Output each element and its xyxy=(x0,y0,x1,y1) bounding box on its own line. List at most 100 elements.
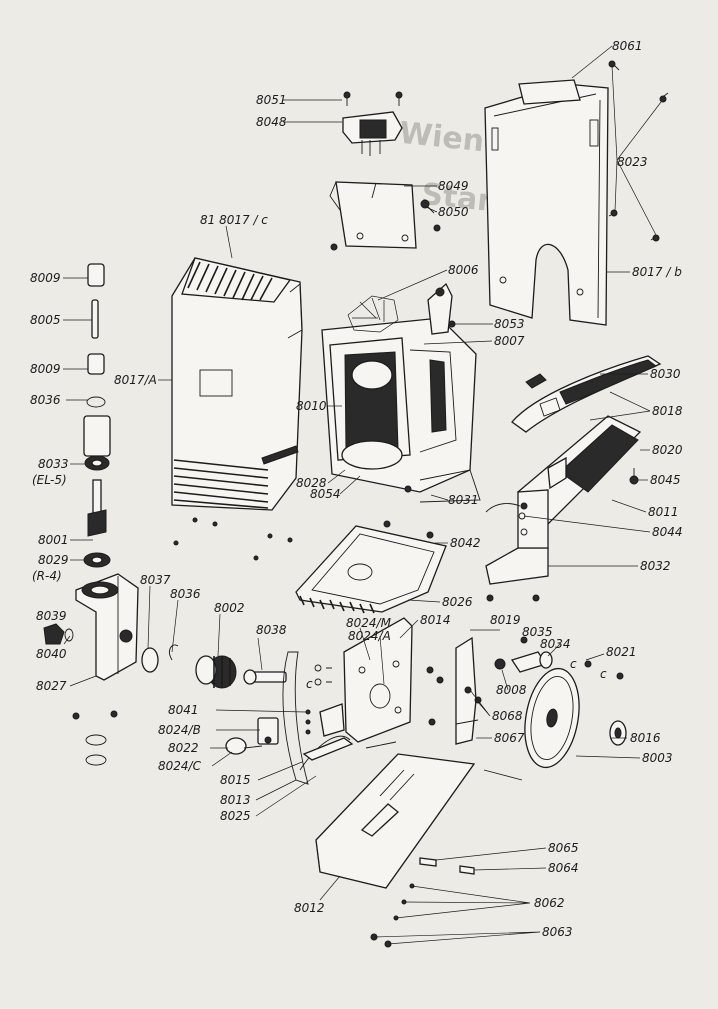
bracket-8049 xyxy=(329,181,417,249)
label-8037: 8037 xyxy=(140,573,171,587)
label-8065: 8065 xyxy=(548,841,579,855)
label-8003: 8003 xyxy=(642,751,673,765)
washers-left xyxy=(72,710,118,766)
label-8009-bottom: 8009 xyxy=(30,362,61,376)
leader-lines xyxy=(63,45,662,945)
label-8061: 8061 xyxy=(612,39,643,53)
base-shoe-8012 xyxy=(315,741,523,889)
label-c3: c xyxy=(306,677,313,691)
label-8009-top: 8009 xyxy=(30,271,61,285)
label-8036-mid: 8036 xyxy=(170,587,201,601)
label-8005: 8005 xyxy=(30,313,61,327)
label-8068: 8068 xyxy=(492,709,523,723)
label-8049: 8049 xyxy=(438,179,469,193)
screws-8062-8063 xyxy=(370,857,475,948)
label-8062: 8062 xyxy=(534,896,565,910)
label-8048: 8048 xyxy=(256,115,287,129)
label-8008: 8008 xyxy=(496,683,527,697)
fan-8006 xyxy=(347,295,399,333)
nut-8039-8040 xyxy=(43,623,74,645)
washer-8016 xyxy=(609,720,627,746)
saw-blade-8003 xyxy=(524,667,580,769)
label-r4: (R-4) xyxy=(32,569,62,583)
label-8021: 8021 xyxy=(606,645,637,659)
label-8025: 8025 xyxy=(220,809,251,823)
label-8001: 8001 xyxy=(38,533,69,547)
label-8018: 8018 xyxy=(652,404,683,418)
plate-8014 xyxy=(314,617,444,743)
belts-8013 xyxy=(282,651,354,785)
label-8019: 8019 xyxy=(490,613,521,627)
label-8015: 8015 xyxy=(220,773,251,787)
label-8024C: 8024/C xyxy=(158,759,202,773)
label-8064: 8064 xyxy=(548,861,579,875)
brush-holder-8053 xyxy=(427,282,456,335)
label-8017A: 8017/A xyxy=(114,373,157,387)
label-8033: 8033 xyxy=(38,457,69,471)
label-8041: 8041 xyxy=(168,703,199,717)
label-8024A: 8024/A xyxy=(348,629,391,643)
label-8017c: 81 8017 / c xyxy=(200,213,268,227)
label-8050: 8050 xyxy=(438,205,469,219)
label-8013: 8013 xyxy=(220,793,251,807)
handle-cover-8030 xyxy=(511,355,662,433)
part-labels: 8061 8051 8048 8023 8049 8050 81 8017 / … xyxy=(30,39,683,939)
label-el5: (EL-5) xyxy=(32,473,67,487)
label-8035: 8035 xyxy=(522,625,553,639)
front-cover-8017A xyxy=(171,257,303,511)
label-c2: c xyxy=(600,667,607,681)
left-spindle-parts xyxy=(83,263,111,568)
label-8038: 8038 xyxy=(256,623,287,637)
label-8026: 8026 xyxy=(442,595,473,609)
label-8040: 8040 xyxy=(36,647,67,661)
label-8044: 8044 xyxy=(652,525,683,539)
screws-8042 xyxy=(383,520,540,602)
label-8067: 8067 xyxy=(494,731,525,745)
base-plate-8026 xyxy=(295,525,447,614)
label-8034: 8034 xyxy=(540,637,571,651)
label-8002: 8002 xyxy=(214,601,245,615)
label-8063: 8063 xyxy=(542,925,573,939)
label-8027: 8027 xyxy=(36,679,67,693)
screws-8023 xyxy=(608,60,669,242)
label-8024M: 8024/M xyxy=(346,616,392,630)
label-8016: 8016 xyxy=(630,731,661,745)
label-8017b: 8017 / b xyxy=(632,265,682,279)
power-switch-8048 xyxy=(342,111,403,156)
label-8051: 8051 xyxy=(256,93,287,107)
bearing-housing-8027 xyxy=(75,573,139,681)
label-8039: 8039 xyxy=(36,609,67,623)
label-8028: 8028 xyxy=(296,476,327,490)
label-8024B: 8024/B xyxy=(158,723,201,737)
bracket-8067 xyxy=(455,636,482,745)
screws-8051 xyxy=(343,91,403,106)
label-8010: 8010 xyxy=(296,399,327,413)
knob-parts-8034 xyxy=(494,636,624,680)
label-8022: 8022 xyxy=(168,741,199,755)
loose-screws xyxy=(173,517,293,561)
gear-parts-8002 xyxy=(141,644,287,689)
label-8020: 8020 xyxy=(652,443,683,457)
label-8042: 8042 xyxy=(450,536,481,550)
label-8014: 8014 xyxy=(420,613,451,627)
label-8006: 8006 xyxy=(448,263,479,277)
small-parts-8041-8022 xyxy=(225,703,345,755)
label-c1: c xyxy=(570,657,577,671)
label-8032: 8032 xyxy=(640,559,671,573)
label-8036-left: 8036 xyxy=(30,393,61,407)
label-8053: 8053 xyxy=(494,317,525,331)
bracket-8032 xyxy=(485,489,549,585)
label-8031: 8031 xyxy=(448,493,479,507)
label-8030: 8030 xyxy=(650,367,681,381)
label-8045: 8045 xyxy=(650,473,681,487)
label-8007: 8007 xyxy=(494,334,525,348)
motor-assembly-8010 xyxy=(321,317,481,503)
rear-cover-8017b xyxy=(484,79,609,326)
label-8012: 8012 xyxy=(294,901,325,915)
label-8029: 8029 xyxy=(38,553,69,567)
screw-8045 xyxy=(629,468,639,485)
label-8023: 8023 xyxy=(617,155,648,169)
label-8054: 8054 xyxy=(310,487,341,501)
label-8011: 8011 xyxy=(648,505,679,519)
